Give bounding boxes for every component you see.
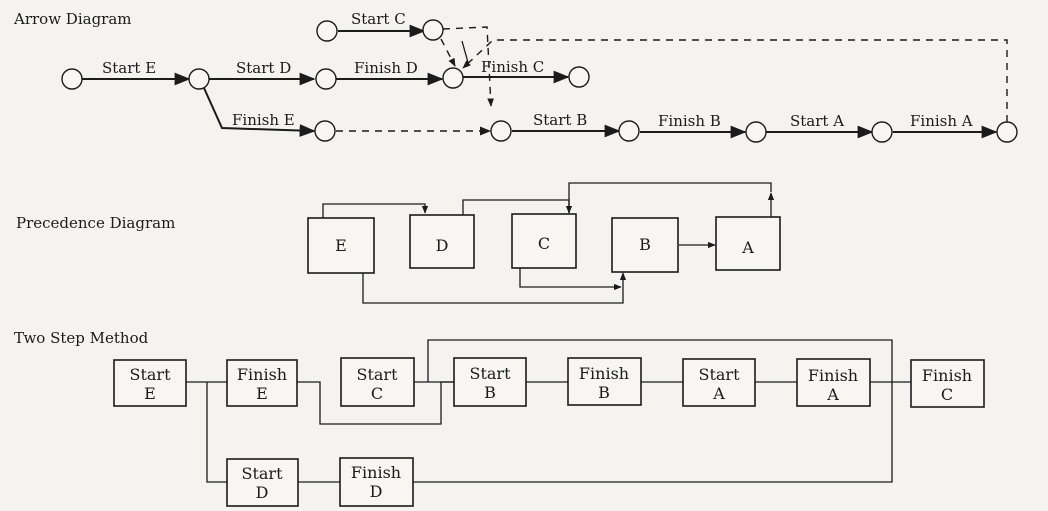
section-title-two-step: Two Step Method — [14, 329, 149, 347]
two-step-label: Start — [356, 365, 398, 384]
event-node — [422, 19, 444, 41]
event-node — [618, 120, 640, 142]
label-start-b: Start B — [533, 111, 587, 129]
two-step-box-finish-c — [910, 359, 985, 408]
two-step-label: C — [941, 385, 953, 404]
two-step-label: Finish — [922, 366, 972, 385]
two-step-label: A — [712, 384, 725, 403]
precedence-box-d — [409, 214, 475, 269]
two-step-diagram: Start E Finish E Start C Start B Finish … — [113, 339, 985, 507]
label-finish-a: Finish A — [910, 112, 973, 130]
event-node — [996, 121, 1018, 143]
event-node — [314, 120, 336, 142]
two-step-box-start-a — [682, 358, 756, 407]
two-step-label: D — [256, 483, 269, 502]
two-step-label: Start — [469, 364, 511, 383]
event-node — [315, 68, 337, 90]
dummy-finish-a-to-finish-d — [462, 39, 1008, 122]
two-step-label: Finish — [351, 463, 401, 482]
two-step-label: A — [826, 385, 839, 404]
label-start-d: Start D — [236, 59, 291, 77]
label-finish-c: Finish C — [481, 58, 544, 76]
two-step-label: Finish — [579, 364, 629, 383]
two-step-box-finish-e — [226, 359, 298, 407]
link-start-e-start-d — [206, 382, 227, 483]
two-step-box-finish-d — [339, 457, 414, 507]
event-node — [188, 68, 210, 90]
precedence-label-c: C — [538, 234, 550, 253]
precedence-label-e: E — [335, 236, 347, 255]
dummy-start-c-to-start-b — [442, 26, 494, 107]
precedence-box-a — [715, 216, 781, 271]
precedence-label-b: B — [639, 235, 651, 254]
two-step-label: Finish — [237, 365, 287, 384]
two-step-label: B — [484, 383, 496, 402]
label-finish-d: Finish D — [354, 59, 418, 77]
link-e-to-b — [362, 272, 627, 304]
two-step-label: E — [256, 384, 268, 403]
label-start-c: Start C — [351, 10, 406, 28]
label-start-a: Start A — [790, 112, 844, 130]
two-step-label: B — [598, 383, 610, 402]
event-node — [490, 120, 512, 142]
event-node — [745, 121, 767, 143]
two-step-label: E — [144, 384, 156, 403]
two-step-label: Start — [129, 365, 171, 384]
two-step-box-start-d — [226, 458, 299, 507]
precedence-box-c — [511, 213, 577, 269]
two-step-box-start-e — [113, 359, 187, 407]
label-finish-e: Finish E — [232, 111, 295, 129]
two-step-box-start-b — [453, 357, 527, 407]
two-step-label: D — [370, 482, 383, 501]
two-step-label: C — [371, 384, 383, 403]
two-step-box-finish-b — [567, 357, 642, 406]
dummy-tick — [461, 40, 470, 67]
event-node — [871, 121, 893, 143]
precedence-box-b — [611, 217, 679, 273]
event-node — [568, 66, 590, 88]
link-a-to-c-top — [568, 182, 772, 213]
precedence-box-e — [307, 217, 375, 274]
section-title-precedence: Precedence Diagram — [16, 214, 175, 232]
event-node — [316, 20, 338, 42]
two-step-box-finish-a — [796, 358, 871, 407]
link-e-to-d — [322, 203, 429, 218]
two-step-label: Start — [698, 365, 740, 384]
activity-finish-e — [203, 87, 316, 137]
event-node — [442, 67, 464, 89]
dummy-start-c-to-finish-d — [440, 38, 456, 67]
precedence-label-a: A — [741, 238, 754, 257]
link-start-c-finish-c — [427, 339, 893, 382]
two-step-label: Start — [241, 464, 283, 483]
two-step-label: Finish — [808, 366, 858, 385]
precedence-diagram: E D C B A — [307, 182, 781, 304]
arrow-diagram: Start C Start E Start D Finish D Finish … — [61, 10, 1018, 143]
section-title-arrow: Arrow Diagram — [13, 10, 132, 28]
label-start-e: Start E — [102, 59, 156, 77]
link-finish-d-finish-c — [413, 382, 893, 483]
event-node — [61, 68, 83, 90]
label-finish-b: Finish B — [658, 112, 721, 130]
two-step-box-start-c — [340, 357, 415, 407]
precedence-label-d: D — [436, 236, 449, 255]
link-c-to-b — [519, 268, 622, 291]
